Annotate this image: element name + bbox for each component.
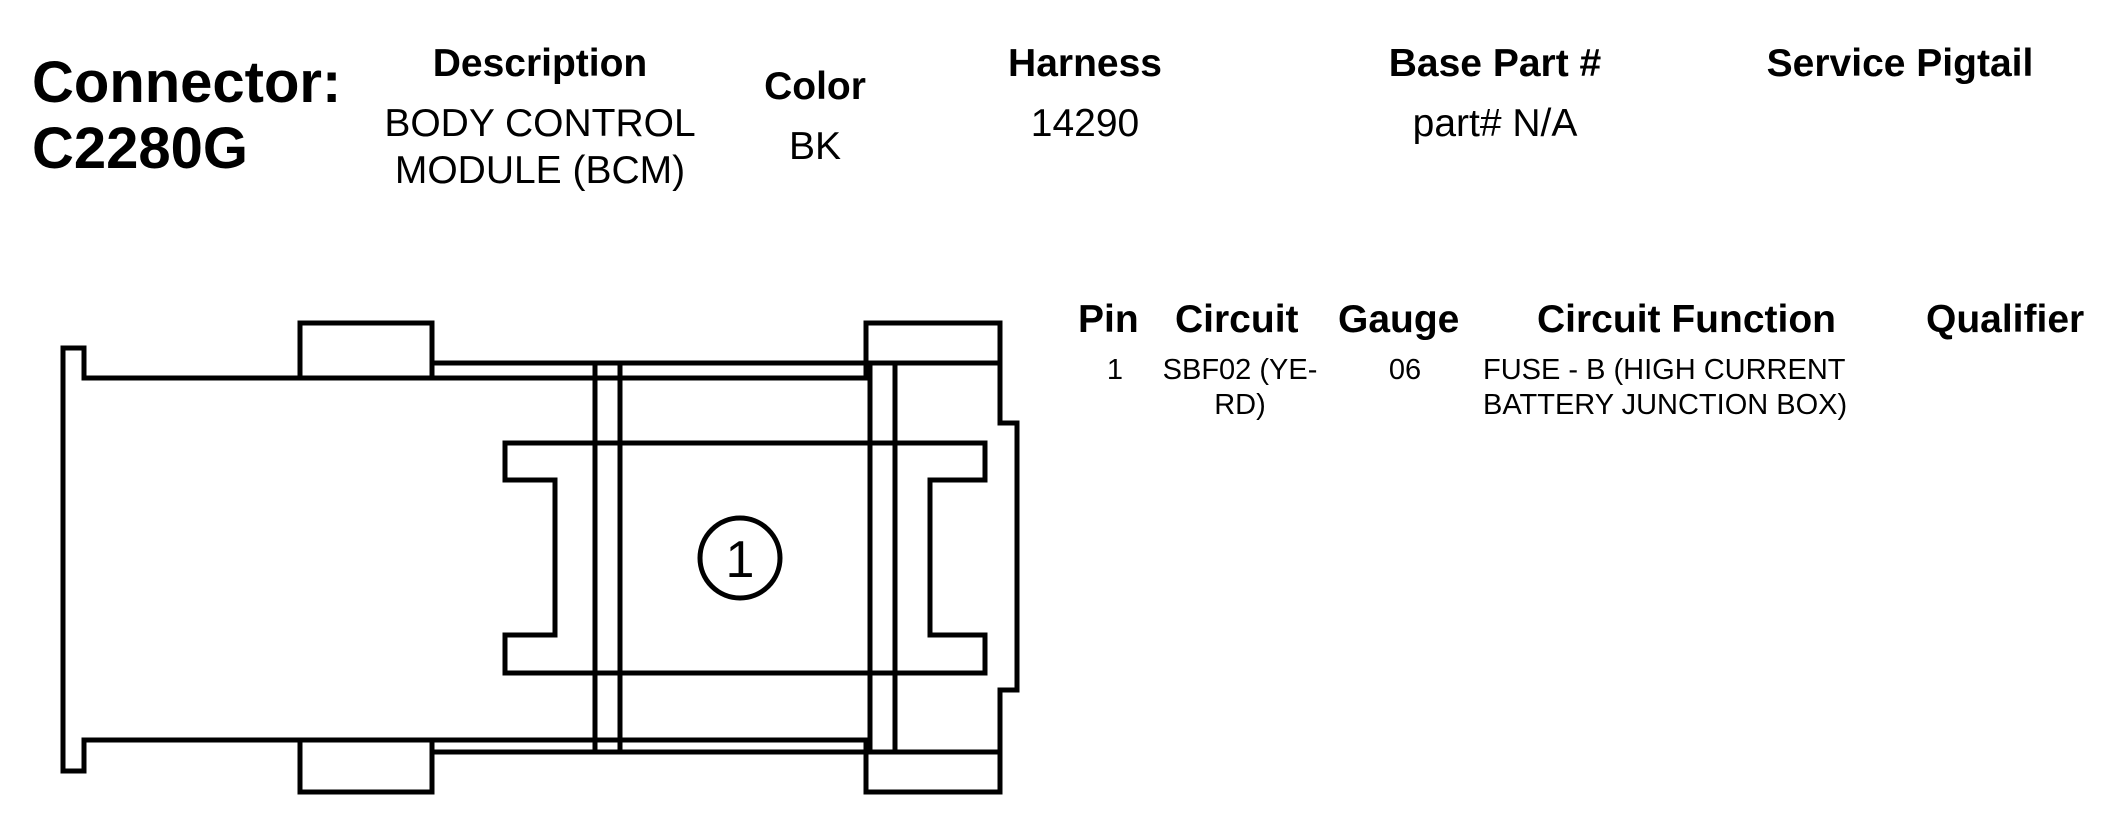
connector-latch-ribs (592, 363, 898, 752)
connector-bottom-rail (84, 737, 1000, 755)
pin-1-marker (697, 515, 783, 601)
connector-housing-outline (60, 320, 1020, 795)
description-value: BODY CONTROL MODULE (BCM) (340, 100, 740, 194)
circuit-function-cell: FUSE - B (HIGH CURRENT BATTERY JUNCTION … (1483, 353, 1903, 423)
description-header: Description (432, 42, 648, 85)
pin-column-header: Pin (1078, 298, 1139, 341)
pin-1-label: 1 (726, 531, 755, 589)
circuit-cell: SBF02 (YE- RD) (1140, 353, 1340, 423)
circuit-cell-line-1: SBF02 (YE- (1162, 354, 1318, 386)
connector-title: Connector: C2280G (32, 50, 341, 182)
service-pigtail-header: Service Pigtail (1766, 42, 2034, 85)
circuit-function-column-header: Circuit Function (1537, 298, 1836, 341)
gauge-column-header: Gauge (1338, 298, 1460, 341)
color-value: BK (788, 125, 842, 168)
description-line-2: MODULE (BCM) (394, 149, 686, 192)
description-line-1: BODY CONTROL (384, 102, 696, 145)
circuit-function-line-2: BATTERY JUNCTION BOX) (1483, 389, 1848, 421)
gauge-cell: 06 (1388, 354, 1422, 386)
base-part-value: part# N/A (1412, 102, 1578, 145)
qualifier-column-header: Qualifier (1926, 298, 2085, 341)
connector-label: Connector: (32, 50, 342, 115)
pin-number-cell: 1 (1106, 354, 1124, 386)
connector-id: C2280G (32, 116, 249, 181)
circuit-cell-line-2: RD) (1214, 389, 1266, 421)
color-header: Color (764, 65, 866, 108)
circuit-function-line-1: FUSE - B (HIGH CURRENT (1483, 354, 1846, 386)
circuit-column-header: Circuit (1175, 298, 1299, 341)
harness-value: 14290 (1030, 102, 1140, 145)
terminal-cavity-outline (502, 440, 988, 676)
harness-header: Harness (1008, 42, 1162, 85)
connector-top-rail (84, 360, 1000, 381)
base-part-header: Base Part # (1388, 42, 1602, 85)
